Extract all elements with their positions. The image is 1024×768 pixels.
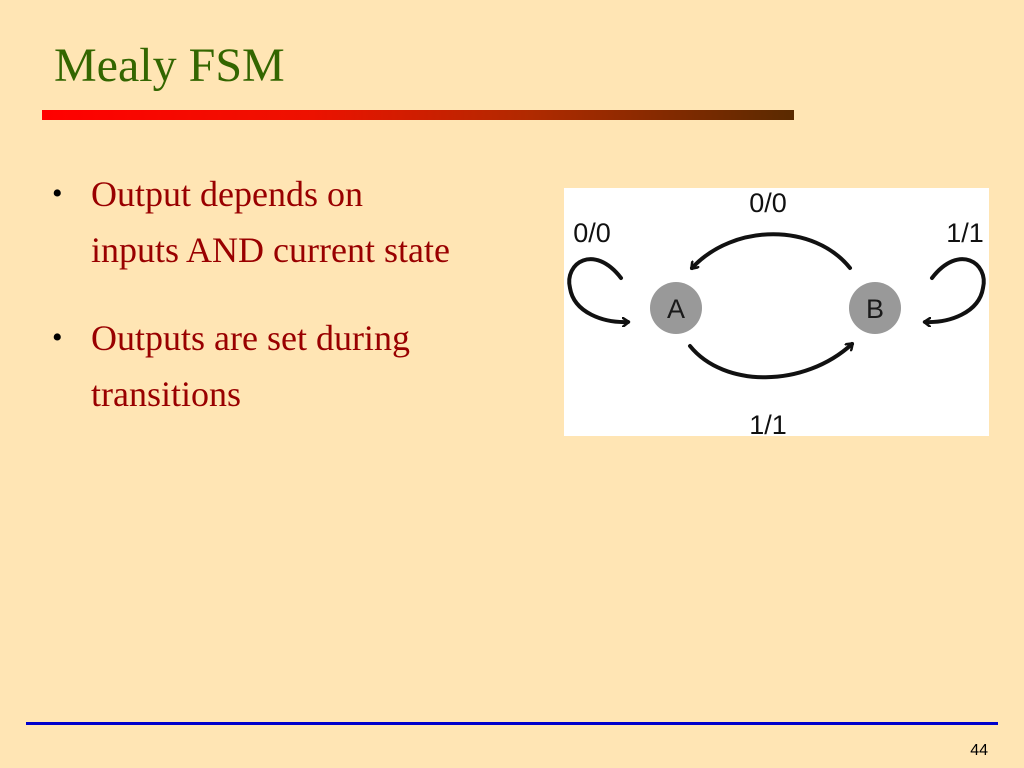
bullet-list: • Output depends on inputs AND current s… [52,166,552,454]
title-underline [42,110,794,120]
page-number: 44 [970,742,988,759]
bullet-item: • Output depends on inputs AND current s… [52,166,552,278]
bullet-line: Output depends on [91,174,363,214]
transition-label-a-a: 0/0 [573,218,611,248]
state-a-label: A [667,294,685,324]
transition-label-b-a: 0/0 [749,188,787,218]
fsm-diagram-svg: A B 0/0 0/0 1/1 1/1 [567,188,986,436]
transition-arrow-b-a [690,232,852,270]
fsm-diagram: A B 0/0 0/0 1/1 1/1 [564,188,989,436]
transition-arrow-a-b [688,342,854,380]
bullet-item: • Outputs are set during transitions [52,310,552,422]
transition-arrow-b-b [925,257,986,322]
transition-label-b-b: 1/1 [946,218,984,248]
transition-label-a-b: 1/1 [749,410,787,436]
bullet-line: inputs AND current state [91,230,450,270]
bullet-line: transitions [91,374,241,414]
state-b [849,282,901,334]
bullet-line: Outputs are set during [91,318,410,358]
bullet-dot-icon: • [52,177,63,210]
state-b-label: B [866,294,884,324]
state-a [650,282,702,334]
bullet-dot-icon: • [52,321,63,354]
transition-arrow-a-a [567,257,628,322]
footer-divider [26,722,998,725]
slide-title: Mealy FSM [54,39,285,92]
